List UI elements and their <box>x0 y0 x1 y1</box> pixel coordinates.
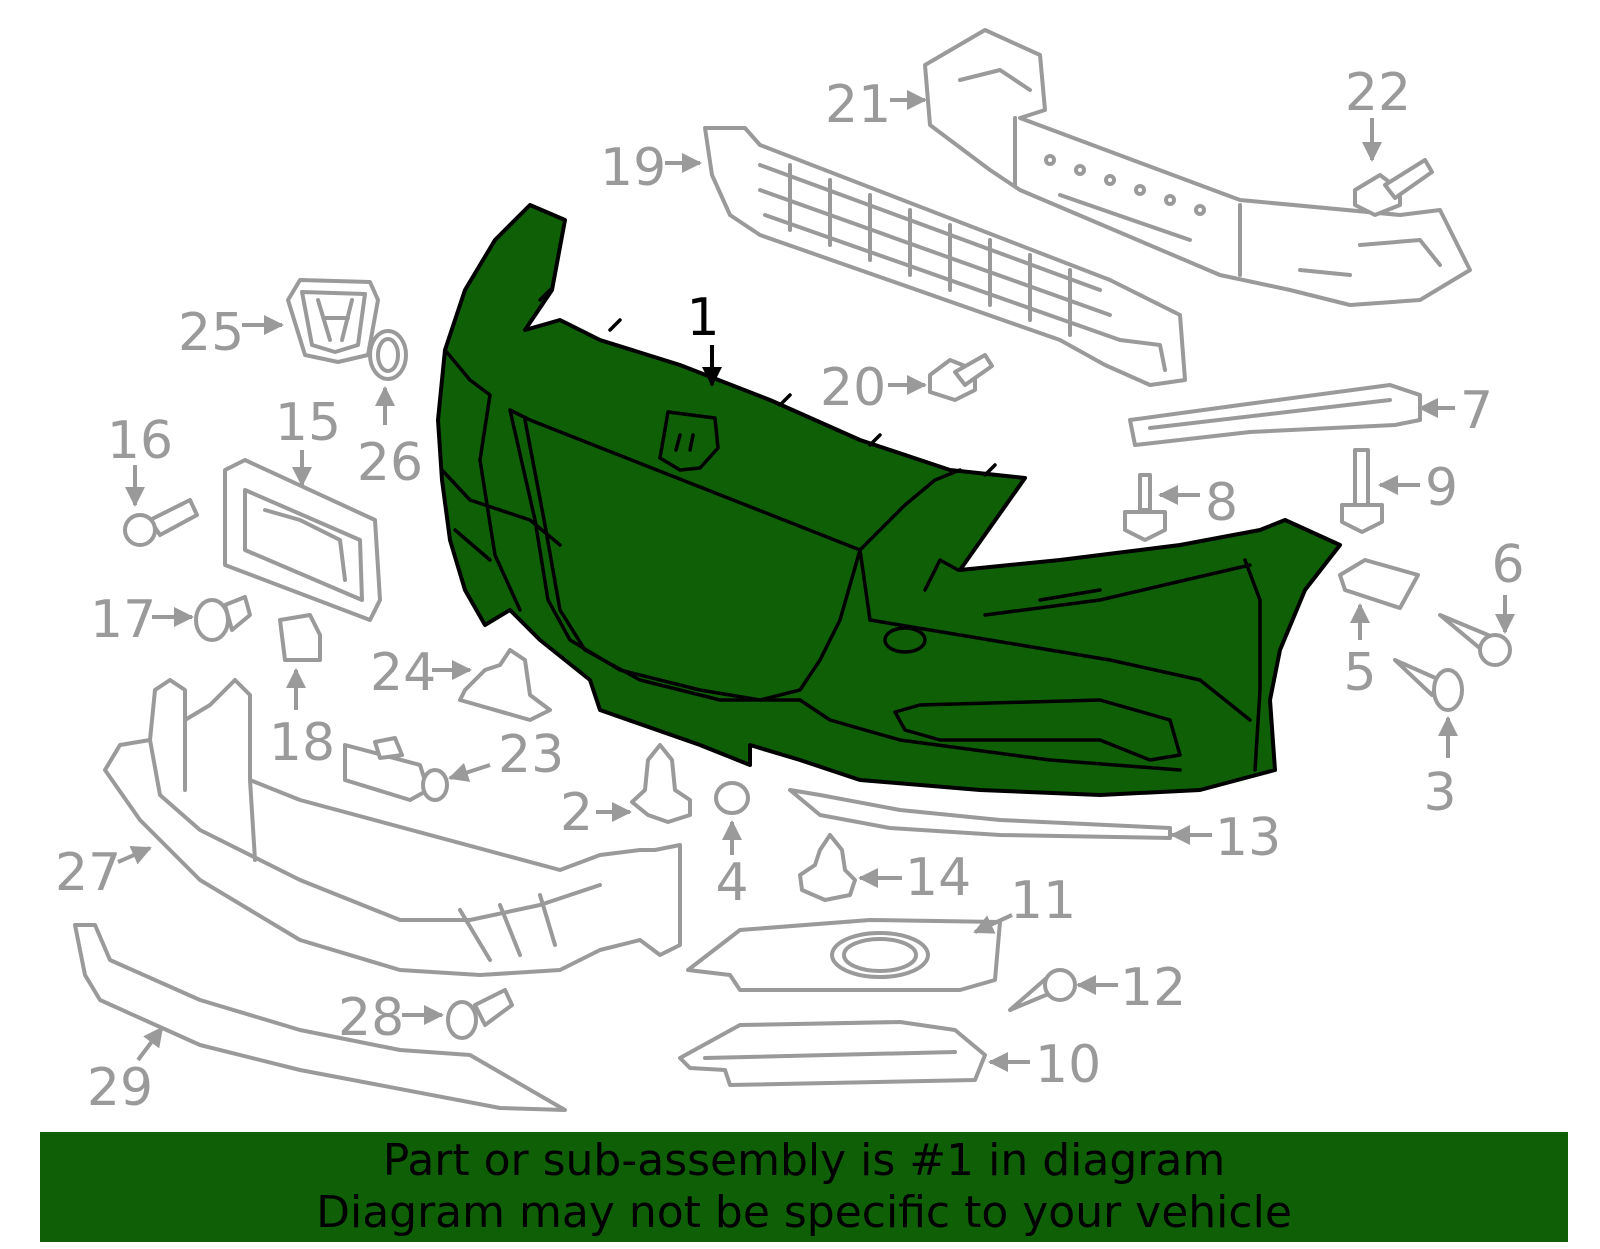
part-23-sensor <box>343 736 449 802</box>
part-7-bracket <box>1128 383 1422 447</box>
callout-21: 21 <box>825 75 891 135</box>
callout-13: 13 <box>1215 808 1281 868</box>
part-12-screw <box>1008 968 1077 1012</box>
callout-6: 6 <box>1491 535 1524 595</box>
part-1-bumper-cover <box>436 203 1342 797</box>
part-25-emblem <box>286 278 380 364</box>
callout-12: 12 <box>1120 958 1186 1018</box>
callout-23: 23 <box>498 725 564 785</box>
part-21-reinforcement-beam <box>923 28 1472 307</box>
part-5-clip <box>1338 558 1420 610</box>
part-6-screw <box>1438 613 1512 667</box>
part-18-clip <box>278 613 322 662</box>
part-22-bolt <box>1353 158 1434 217</box>
callout-25: 25 <box>178 303 244 363</box>
callout-1: 1 <box>686 288 719 348</box>
part-8-bolt <box>1123 473 1167 542</box>
callout-10: 10 <box>1035 1035 1101 1095</box>
callout-27: 27 <box>55 843 121 903</box>
callout-5: 5 <box>1343 643 1376 703</box>
callout-11: 11 <box>1010 871 1076 931</box>
callout-4: 4 <box>715 853 748 913</box>
callout-8: 8 <box>1205 473 1238 533</box>
callout-20: 20 <box>820 358 886 418</box>
callout-9: 9 <box>1425 458 1458 518</box>
part-24-bracket <box>458 648 552 722</box>
part-26-ring <box>368 329 408 381</box>
part-10-lower-grille <box>678 1020 987 1087</box>
part-19-energy-absorber <box>703 126 1187 387</box>
part-29-lower-molding <box>73 923 567 1112</box>
callout-19: 19 <box>600 138 666 198</box>
footer-banner: Part or sub-assembly is #1 in diagram Di… <box>40 1132 1568 1242</box>
callout-3: 3 <box>1423 763 1456 823</box>
callout-29: 29 <box>87 1058 153 1118</box>
callout-22: 22 <box>1345 63 1411 123</box>
callout-16: 16 <box>107 411 173 471</box>
callout-7: 7 <box>1460 381 1493 441</box>
part-11-fog-garnish <box>686 918 1002 992</box>
callout-24: 24 <box>370 643 436 703</box>
callout-14: 14 <box>905 848 971 908</box>
callout-28: 28 <box>338 988 404 1048</box>
part-3-screw <box>1393 658 1464 712</box>
part-28-clip <box>446 988 514 1040</box>
callout-26: 26 <box>357 433 423 493</box>
footer-line-2: Diagram may not be specific to your vehi… <box>316 1187 1292 1238</box>
part-15-license-bracket <box>223 458 382 622</box>
part-16-screw <box>123 498 199 547</box>
part-14-clip <box>798 833 857 902</box>
part-13-molding <box>788 788 1172 840</box>
part-17-clip <box>194 595 252 642</box>
callout-2: 2 <box>560 783 593 843</box>
part-4-plug <box>714 781 750 815</box>
part-9-bolt <box>1340 448 1384 534</box>
callout-17: 17 <box>90 590 156 650</box>
part-20-bolt <box>928 353 994 402</box>
footer-line-1: Part or sub-assembly is #1 in diagram <box>382 1135 1226 1186</box>
callout-18: 18 <box>269 713 335 773</box>
part-27-undercover <box>103 678 682 977</box>
callout-15: 15 <box>275 393 341 453</box>
part-2-clip <box>630 743 692 824</box>
callout-labels: 1 2 3 4 5 6 7 8 9 10 11 12 13 14 15 16 1 <box>55 63 1525 1118</box>
